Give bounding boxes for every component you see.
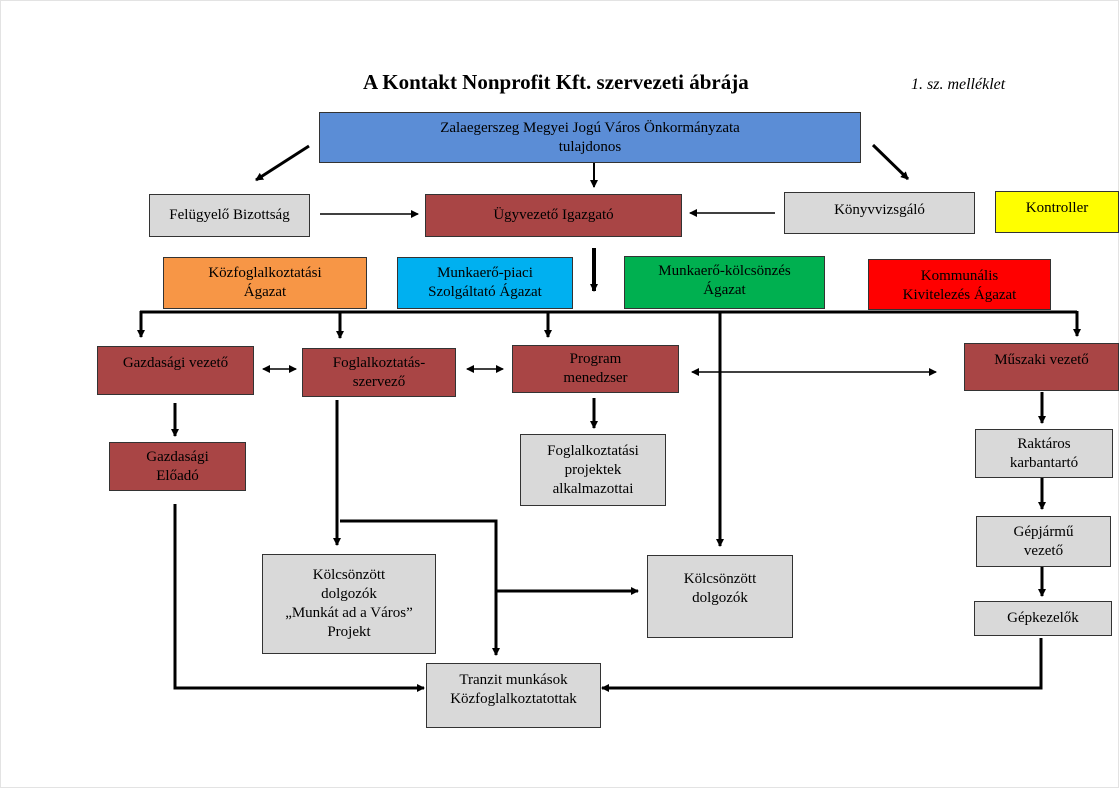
temp-agency-sector-box: Munkaerő-kölcsönzés Ágazat <box>624 256 825 309</box>
project-employees-line1: Foglalkoztatási <box>547 442 639 459</box>
transit-workers-line2: Közfoglalkoztatottak <box>450 691 577 707</box>
technical-manager-label: Műszaki vezető <box>994 352 1089 368</box>
page-title: A Kontakt Nonprofit Kft. szervezeti ábrá… <box>363 70 749 94</box>
owner-role: tulajdonos <box>558 138 622 155</box>
economic-officer-line1: Gazdasági <box>146 448 209 465</box>
owner-box: Zalaegerszeg Megyei Jogú Város Önkormány… <box>319 112 861 163</box>
public-works-sector-line2: Ágazat <box>243 284 287 300</box>
public-works-sector-line1: Közfoglalkoztatási <box>208 265 322 281</box>
operators-label: Gépkezelők <box>1007 610 1079 626</box>
supervisory-board-box: Felügyelő Bizottság <box>149 194 310 237</box>
leased-project-box: Kölcsönzött dolgozók „Munkát ad a Város”… <box>262 554 436 654</box>
controller-box: Kontroller <box>995 191 1119 233</box>
temp-agency-sector-line2: Ágazat <box>703 282 746 298</box>
driver-box: Gépjármű vezető <box>976 516 1111 567</box>
employment-organizer-box: Foglalkoztatás- szervező <box>302 348 456 397</box>
arrow-owner-to-supervisory <box>255 144 310 182</box>
managing-director-label: Ügyvezető Igazgató <box>493 207 614 223</box>
program-manager-box: Program menedzser <box>512 345 679 393</box>
warehouse-line2: karbantartó <box>1009 454 1079 471</box>
project-employees-line3: alkalmazottai <box>552 480 634 497</box>
auditor-box: Könyvvizsgáló <box>784 192 975 234</box>
municipal-sector-line2: Kivitelezés Ágazat <box>902 287 1017 303</box>
warehouse-line1: Raktáros <box>1017 435 1071 452</box>
supervisory-board-label: Felügyelő Bizottság <box>169 207 290 223</box>
warehouse-box: Raktáros karbantartó <box>975 429 1113 478</box>
labour-market-sector-line2: Szolgáltató Ágazat <box>428 284 542 300</box>
leased-workers-line2: dolgozók <box>692 590 748 606</box>
economic-manager-label: Gazdasági vezető <box>122 355 229 371</box>
economic-officer-line2: Előadó <box>156 467 199 484</box>
driver-line2: vezető <box>1023 542 1064 559</box>
labour-market-sector-line1: Munkaerő-piaci <box>437 265 533 281</box>
economic-manager-box: Gazdasági vezető <box>97 346 254 395</box>
line-operators-to-transit <box>601 638 1043 692</box>
employment-organizer-line1: Foglalkoztatás- <box>332 354 426 371</box>
owner-name: Zalaegerszeg Megyei Jogú Város Önkormány… <box>440 119 740 136</box>
project-employees-box: Foglalkoztatási projektek alkalmazottai <box>520 434 666 506</box>
annex-label: 1. sz. melléklet <box>911 76 1006 93</box>
temp-agency-sector-line1: Munkaerő-kölcsönzés <box>658 263 791 279</box>
arrow-owner-to-auditor <box>871 143 910 181</box>
controller-label: Kontroller <box>1025 200 1089 216</box>
public-works-sector-box: Közfoglalkoztatási Ágazat <box>163 257 367 309</box>
transit-workers-box: Tranzit munkások Közfoglalkoztatottak <box>426 663 601 728</box>
program-manager-line2: menedzser <box>563 370 628 386</box>
auditor-label: Könyvvizsgáló <box>834 202 925 218</box>
leased-project-line1: Kölcsönzött <box>312 567 386 583</box>
leased-project-line4: Projekt <box>327 624 371 640</box>
municipal-sector-line1: Kommunális <box>920 268 999 284</box>
leased-project-line3: „Munkát ad a Város” <box>285 605 413 621</box>
economic-officer-box: Gazdasági Előadó <box>109 442 246 491</box>
labour-market-sector-box: Munkaerő-piaci Szolgáltató Ágazat <box>397 257 573 309</box>
line-employment-to-transit <box>340 519 500 656</box>
managing-director-box: Ügyvezető Igazgató <box>425 194 682 237</box>
program-manager-line1: Program <box>569 351 622 367</box>
municipal-sector-box: Kommunális Kivitelezés Ágazat <box>868 259 1051 310</box>
leased-workers-line1: Kölcsönzött <box>683 571 757 587</box>
leased-workers-box: Kölcsönzött dolgozók <box>647 555 793 638</box>
technical-manager-box: Műszaki vezető <box>964 343 1119 391</box>
transit-workers-line1: Tranzit munkások <box>459 672 568 688</box>
employment-organizer-line2: szervező <box>352 373 406 390</box>
driver-line1: Gépjármű <box>1013 523 1074 540</box>
line-officer-to-transit <box>173 504 425 692</box>
operators-box: Gépkezelők <box>974 601 1112 636</box>
project-employees-line2: projektek <box>564 461 622 478</box>
leased-project-line2: dolgozók <box>321 586 377 602</box>
